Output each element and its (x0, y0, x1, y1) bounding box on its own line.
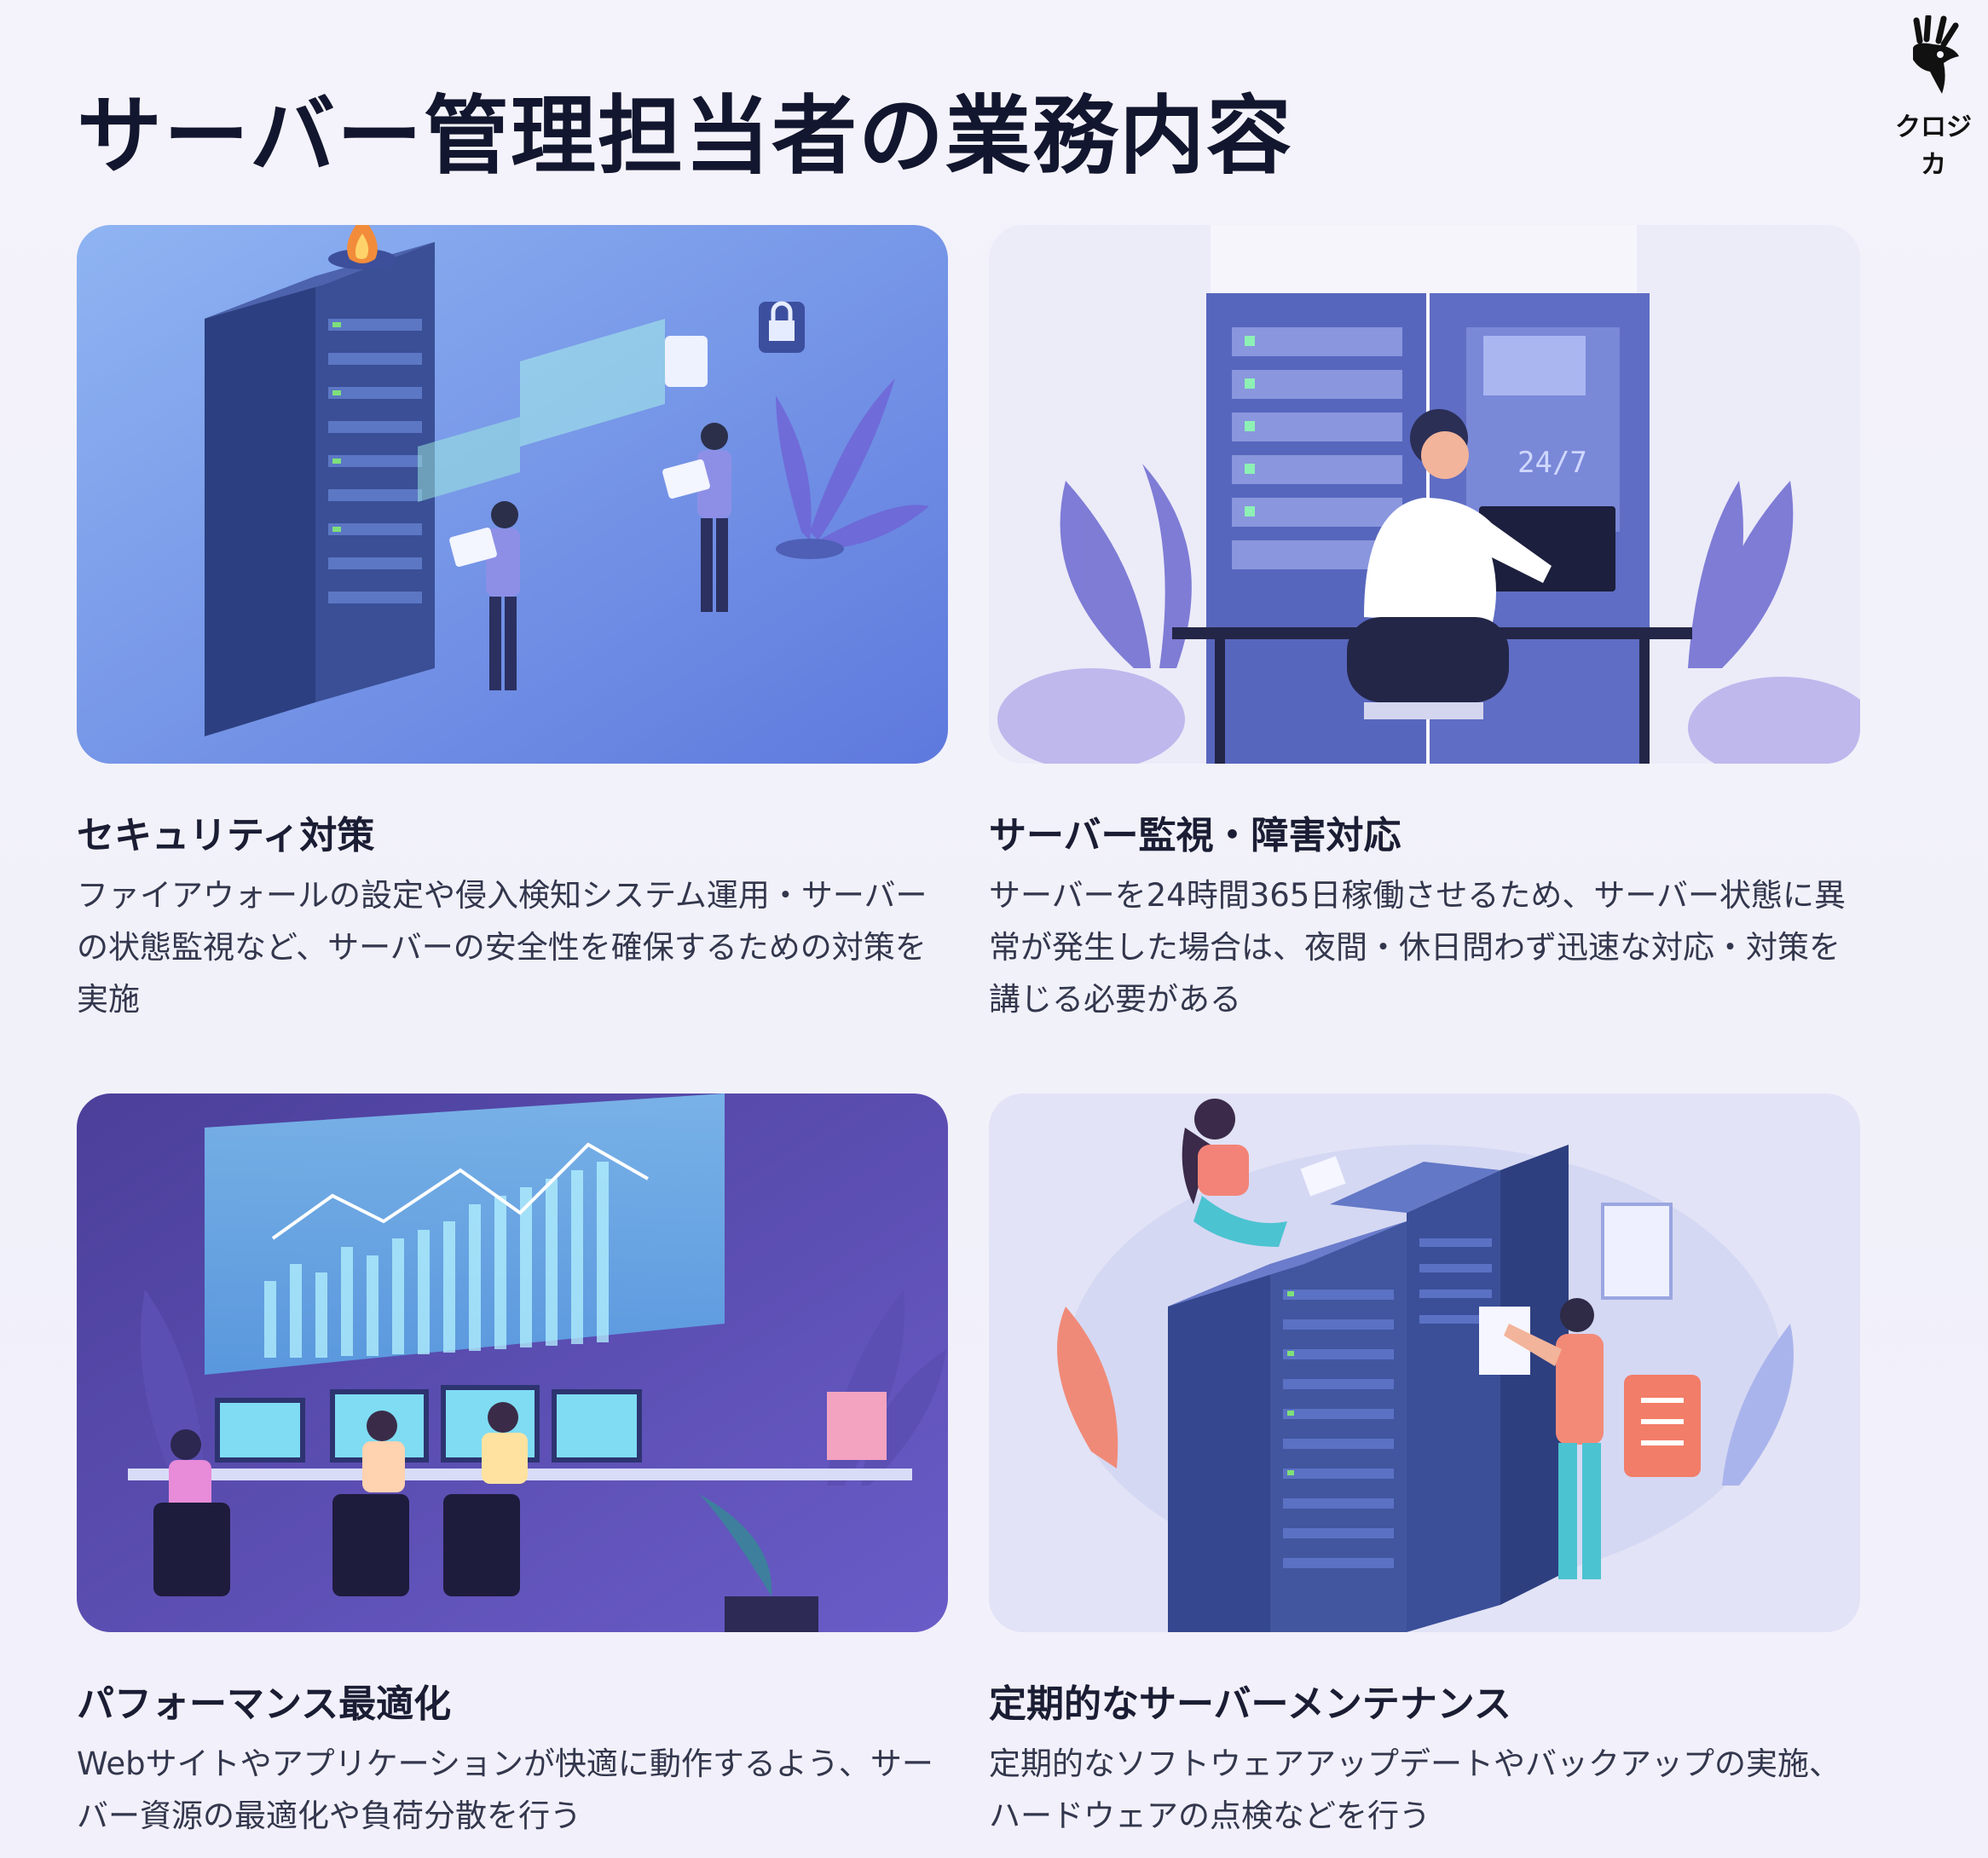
performance-illustration (77, 1093, 948, 1632)
card-title: パフォーマンス最適化 (77, 1682, 452, 1726)
card-title: サーバー監視・障害対応 (989, 814, 1401, 857)
card-title: 定期的なサーバーメンテナンス (989, 1682, 1511, 1726)
card-title: セキュリティ対策 (77, 814, 375, 857)
card-description: サーバーを24時間365日稼働させるため、サーバー状態に異常が発生した場合は、夜… (989, 877, 1846, 1018)
logo-text: クロジカ (1895, 113, 1972, 180)
deer-logo-icon (1913, 14, 1959, 94)
security-illustration (77, 225, 948, 764)
screen-text-24-7: 24/7 (1517, 446, 1587, 480)
brand-logo[interactable]: クロジカ (1891, 14, 1976, 180)
card-description: 定期的なソフトウェアアップデートやバックアップの実施、ハードウェアの点検などを行… (989, 1745, 1841, 1834)
card-description: ファイアウォールの設定や侵入検知システム運用・サーバーの状態監視など、サーバーの… (77, 877, 928, 1018)
page-title: サーバー管理担当者の業務内容 (77, 86, 1293, 186)
maintenance-illustration (989, 1093, 1860, 1632)
monitoring-illustration: 24/7 (989, 225, 1860, 764)
card-description: Webサイトやアプリケーションが快適に動作するよう、サーバー資源の最適化や負荷分… (77, 1745, 933, 1834)
